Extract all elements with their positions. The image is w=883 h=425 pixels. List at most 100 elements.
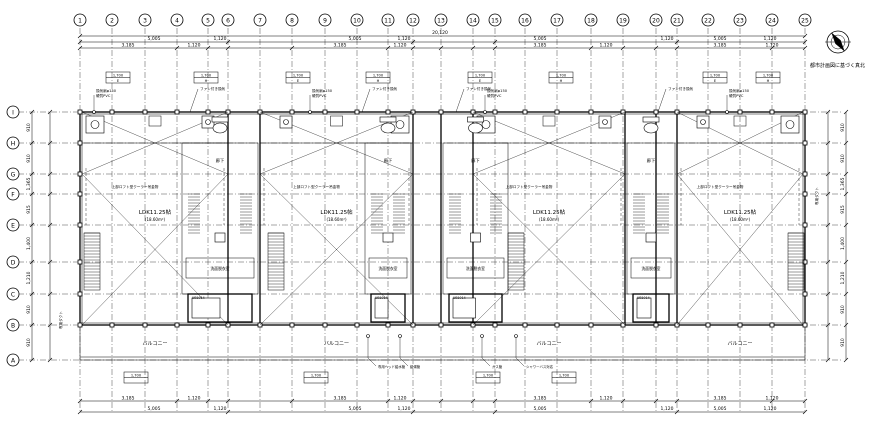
column-marker [588, 322, 594, 328]
exterior-wall-inner [81, 113, 804, 324]
dim-tick [29, 191, 35, 197]
pipe-note: 給湯管 [410, 364, 421, 369]
vent-symbol [483, 110, 487, 114]
grid-bubble [488, 13, 502, 27]
dim-tick [438, 45, 444, 51]
spec-box-tag: E [117, 79, 120, 83]
corridor-label: 廊下 [384, 157, 392, 164]
column-marker [554, 109, 560, 115]
dim-tick [825, 291, 831, 297]
column-marker [737, 322, 743, 328]
dim-tick [225, 45, 231, 51]
dim-tick [843, 109, 849, 115]
grid-bubble [733, 13, 747, 27]
column-marker [522, 109, 528, 115]
pipe-note: ガス管 [492, 364, 503, 369]
dim-tick [674, 398, 680, 404]
corridor-label: 廊下 [216, 157, 224, 164]
spec-box-tag: E [297, 79, 300, 83]
column-marker [322, 322, 328, 328]
spec-box-value: 1,700 [763, 74, 774, 78]
dim-tick [825, 171, 831, 177]
grid-bubble-label: C [11, 291, 15, 298]
ldk-label: LDK11.25帖 [139, 208, 172, 216]
dim-tick [492, 45, 498, 51]
dim-tick [174, 398, 180, 404]
dim-label-bottom: 1,120 [661, 406, 674, 412]
grid-bubble [518, 13, 532, 27]
dim-tick [47, 259, 53, 265]
grid-bubble [406, 13, 420, 27]
washroom-outline [630, 257, 672, 279]
grid-bubble-label: 12 [409, 17, 417, 24]
pipe-note: シャワーバス対応 [526, 364, 554, 369]
bathtub [452, 297, 476, 319]
vent-symbol [725, 110, 729, 114]
column-marker [354, 322, 360, 328]
washroom-outline [185, 257, 255, 279]
spec-box-tag: E [479, 79, 482, 83]
grid-bubble-label: 5 [206, 17, 210, 24]
dim-tick [410, 45, 416, 51]
dimension-lines: 20,1205,0055,0051,1201,1205,0055,0051,12… [26, 30, 849, 415]
grid-bubble [350, 13, 364, 27]
ldk-area: (18.60m²) [326, 217, 347, 222]
dim-label-row: 910 [840, 123, 846, 132]
dim-label-top: 1,120 [764, 36, 777, 42]
grid-bubble-label: B [11, 322, 15, 329]
fan-leader [189, 88, 199, 113]
column-marker [289, 109, 295, 115]
window-note: 上部ロフト型クーラー吊金物 [112, 184, 159, 189]
dim-label-module: 3,185 [534, 43, 547, 49]
spec-box-value: 1,700 [710, 74, 721, 78]
dim-label-module: 1,120 [188, 43, 201, 49]
dim-tick [825, 259, 831, 265]
dim-tick [825, 109, 831, 115]
corridor-label: 廊下 [647, 157, 655, 164]
dim-tick [410, 409, 416, 415]
core-outline [442, 142, 509, 295]
ldk-diagonal [676, 173, 804, 326]
ldk-area: (18.60m²) [145, 217, 166, 222]
dim-tick [492, 409, 498, 415]
dim-label-top: 1,120 [661, 36, 674, 42]
column-marker [77, 140, 83, 146]
dim-label-row: 1,400 [840, 237, 846, 250]
grid-bubble-label: F [11, 191, 15, 198]
dim-tick [410, 39, 416, 45]
grid-bubble [466, 13, 480, 27]
column-marker [142, 322, 148, 328]
grid-bubble [616, 13, 630, 27]
dim-label-bottom: 1,120 [764, 406, 777, 412]
dim-label-row: 915 [26, 205, 32, 214]
spec-box-value: 1,700 [556, 74, 567, 78]
column-marker [705, 322, 711, 328]
dim-label-module: 1,120 [600, 43, 613, 49]
dim-label-module-bottom: 3,185 [534, 396, 547, 402]
balcony-outline [79, 324, 806, 361]
grid-bubble [201, 13, 215, 27]
ldk-area: (18.60m²) [730, 217, 751, 222]
dim-label-top: 5,005 [148, 36, 161, 42]
dim-tick [802, 33, 808, 39]
grid-bubble [6, 318, 20, 332]
spec-box-value: 1,700 [559, 374, 570, 378]
storage-box [148, 115, 162, 127]
column-marker [174, 109, 180, 115]
dim-tick [653, 45, 659, 51]
dim-tick [825, 222, 831, 228]
column-marker [802, 191, 808, 197]
grid-bubble [105, 13, 119, 27]
grid-bubble-label: 24 [768, 17, 776, 24]
dim-tick [825, 357, 831, 363]
exterior-stair [507, 232, 525, 291]
dim-tick [29, 322, 35, 328]
column-marker [802, 322, 808, 328]
dim-tick [843, 140, 849, 146]
dim-tick [802, 398, 808, 404]
column-marker [653, 322, 659, 328]
column-marker [109, 322, 115, 328]
column-marker [77, 109, 83, 115]
dim-tick [470, 398, 476, 404]
